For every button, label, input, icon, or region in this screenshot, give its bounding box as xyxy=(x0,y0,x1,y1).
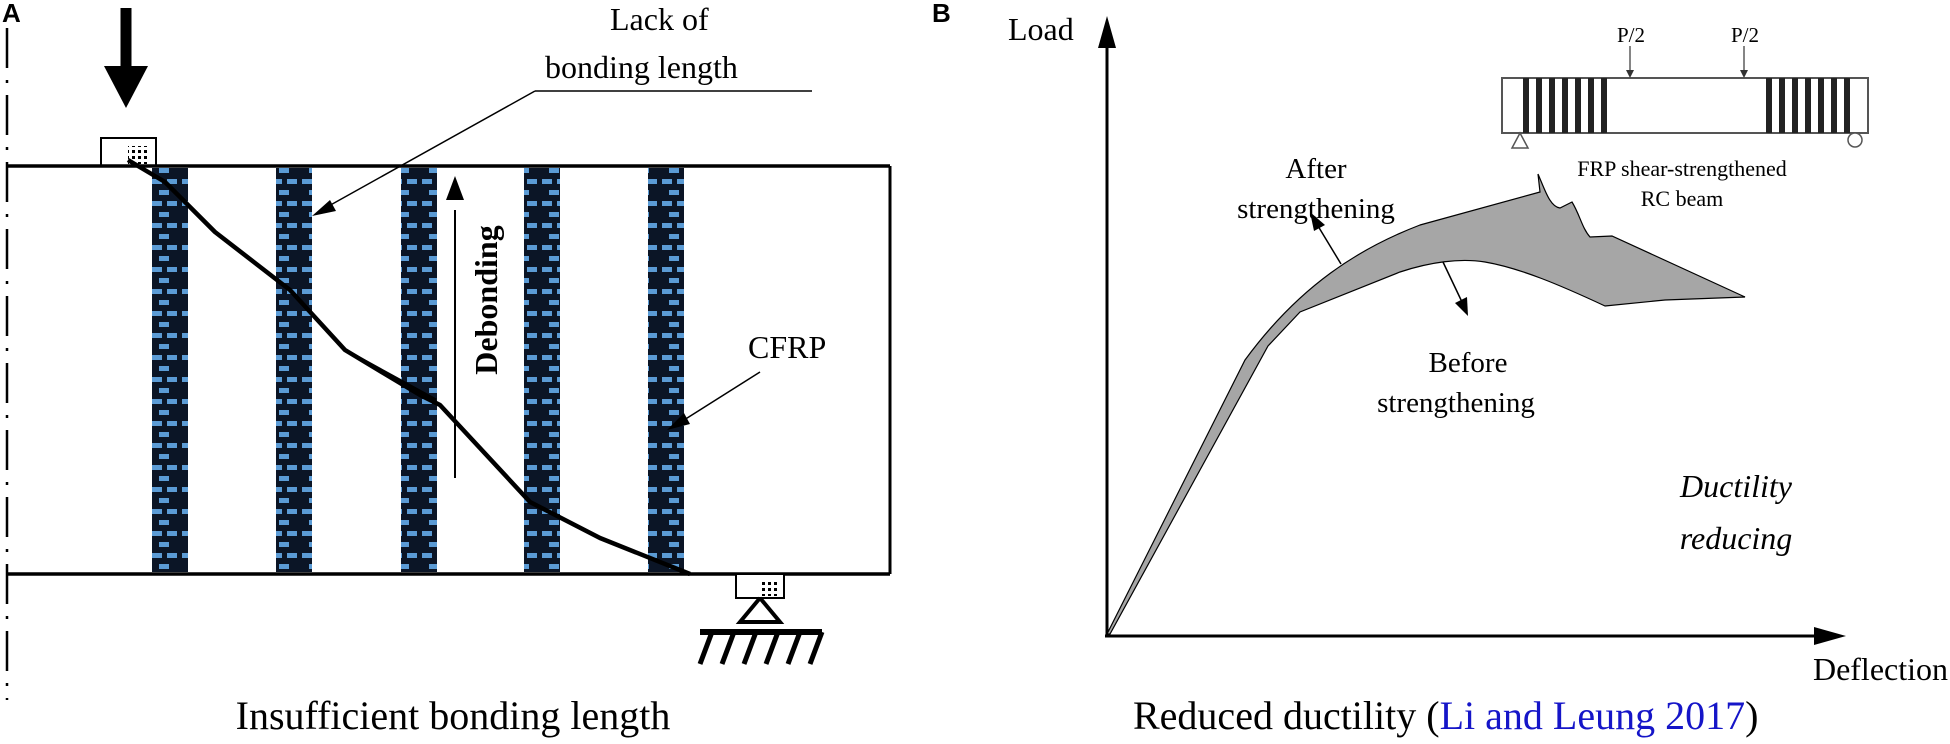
panel-a: A xyxy=(2,0,892,738)
inset-left-strips xyxy=(1523,78,1607,133)
before-leader xyxy=(1442,261,1463,303)
panel-b-caption: Reduced ductility (Li and Leung 2017) xyxy=(1133,693,1758,738)
inset-load-right: P/2 xyxy=(1731,23,1759,47)
x-axis-arrowhead xyxy=(1814,627,1846,645)
ductility-label-line2: reducing xyxy=(1680,520,1793,556)
reference-link[interactable]: Li and Leung 2017 xyxy=(1440,693,1746,738)
inset-beam: P/2 P/2 FRP shear-strengthened RC beam xyxy=(1501,23,1869,211)
after-label-line1: After xyxy=(1285,153,1347,185)
y-axis-label: Load xyxy=(1008,11,1074,47)
after-leader xyxy=(1317,225,1342,265)
inset-load-left: P/2 xyxy=(1617,23,1645,47)
roller-support xyxy=(697,573,825,665)
debonding-arrowhead xyxy=(446,176,464,200)
lack-bonding-label-line2: bonding length xyxy=(545,49,738,85)
inset-right-strips xyxy=(1766,78,1850,133)
cfrp-strip-1 xyxy=(152,168,188,572)
shear-crack xyxy=(126,158,691,577)
ductility-label-line1: Ductility xyxy=(1679,468,1793,504)
cfrp-leader xyxy=(683,371,761,421)
y-axis-arrowhead xyxy=(1098,16,1116,48)
cfrp-strip-3 xyxy=(401,168,437,572)
panel-b-caption-main: Reduced ductility ( xyxy=(1133,693,1440,738)
point-load-arrow xyxy=(104,8,148,108)
debonding-label: Debonding xyxy=(468,225,504,374)
x-axis-label: Deflection xyxy=(1813,651,1948,687)
panel-a-caption: Insufficient bonding length xyxy=(236,693,671,738)
before-label-line2: strengthening xyxy=(1377,387,1535,419)
cfrp-strip-5 xyxy=(648,168,684,572)
cfrp-strip-2 xyxy=(276,168,312,572)
before-arrowhead xyxy=(1455,297,1468,316)
shear-crack-branch xyxy=(344,348,437,402)
panel-b-caption-end: ) xyxy=(1745,693,1758,738)
lack-bonding-leader xyxy=(317,90,536,213)
lack-bonding-label-line1: Lack of xyxy=(610,1,709,37)
cfrp-strip-4 xyxy=(524,168,560,572)
inset-pin-support xyxy=(1510,131,1530,149)
load-deflection-band xyxy=(1106,173,1746,635)
inset-roller-support xyxy=(1847,132,1863,148)
loading-plate xyxy=(100,137,157,167)
before-label-line1: Before xyxy=(1429,347,1508,379)
panel-b: B Load Deflection After strengthening Be… xyxy=(932,0,1948,738)
panel-a-letter: A xyxy=(2,0,21,28)
inset-beam-outline xyxy=(1501,77,1869,134)
panel-b-letter: B xyxy=(932,0,951,28)
after-arrowhead xyxy=(1310,212,1325,231)
inset-caption-line1: FRP shear-strengthened xyxy=(1577,156,1787,181)
lack-bonding-arrowhead xyxy=(312,200,336,216)
cfrp-label: CFRP xyxy=(748,329,826,365)
inset-caption-line2: RC beam xyxy=(1641,186,1724,211)
cfrp-arrowhead xyxy=(667,413,690,430)
